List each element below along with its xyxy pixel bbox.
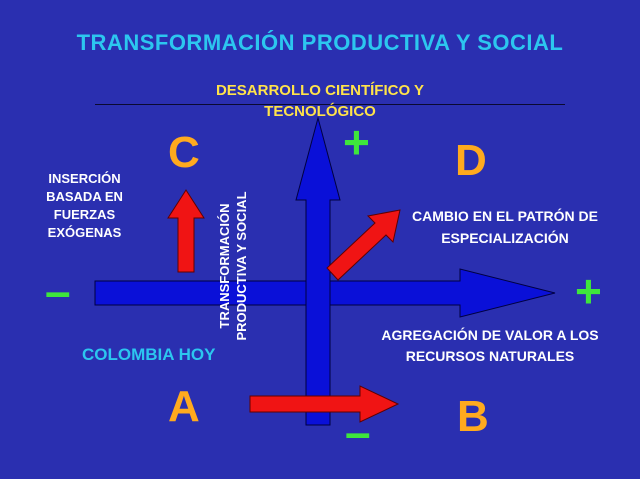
title-divider	[95, 104, 565, 105]
left-label: INSERCIÓN BASADA EN FUERZAS EXÓGENAS	[46, 171, 123, 240]
left-minus-sign: –	[45, 265, 71, 317]
vertical-axis-arrow	[295, 116, 341, 426]
vertical-axis-label: TRANSFORMACIÓN PRODUCTIVA Y SOCIAL	[217, 191, 249, 341]
quadrant-d-letter: D	[455, 136, 487, 185]
bottom-right-label: AGREGACIÓN DE VALOR A LOS RECURSOS NATUR…	[381, 327, 599, 364]
slide-title: TRANSFORMACIÓN PRODUCTIVA Y SOCIAL	[76, 30, 564, 55]
red-diagonal-arrow	[326, 209, 401, 281]
right-plus-sign: +	[575, 265, 602, 317]
colombia-hoy-label: COLOMBIA HOY	[82, 345, 216, 364]
bottom-minus-sign: –	[345, 406, 371, 458]
quadrant-b-letter: B	[457, 392, 489, 441]
red-right-arrow	[249, 385, 400, 423]
top-axis-label: DESARROLLO CIENTÍFICO Y TECNOLÓGICO	[215, 82, 425, 120]
red-up-arrow	[167, 189, 205, 273]
top-plus-sign: +	[343, 116, 370, 168]
quadrant-a-letter: A	[168, 382, 200, 431]
right-label: CAMBIO EN EL PATRÓN DE ESPECIALIZACIÓN	[412, 208, 598, 246]
quadrant-c-letter: C	[168, 128, 200, 177]
